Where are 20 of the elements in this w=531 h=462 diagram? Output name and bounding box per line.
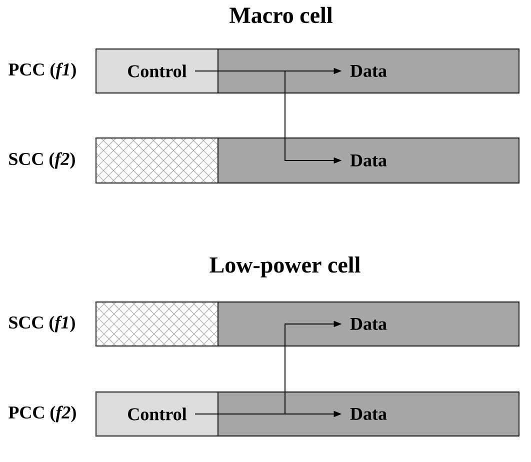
- node-text: Data: [350, 318, 387, 330]
- node-text: Data: [350, 65, 387, 77]
- row-label: PCC (f1): [8, 62, 76, 80]
- heading: Low-power cell: [210, 256, 360, 278]
- row-label: SCC (f2): [9, 152, 75, 169]
- node-text: Data: [350, 408, 387, 420]
- data-segment: Data: [218, 302, 520, 346]
- hatched-segment: [96, 302, 218, 346]
- data-segment: Data: [218, 48, 520, 94]
- node-text: Control: [128, 408, 187, 420]
- row-label: SCC (f1): [9, 316, 75, 332]
- data-segment: Data: [218, 392, 520, 436]
- control-segment: Control: [96, 392, 218, 436]
- control-segment: Control: [96, 48, 218, 94]
- node-text: Control: [128, 64, 187, 78]
- heading: Macro cell: [230, 6, 332, 24]
- hatched-segment: [96, 138, 218, 184]
- data-segment: Data: [218, 138, 520, 184]
- node-text: Data: [350, 154, 387, 166]
- row-label: PCC (f2): [8, 406, 76, 422]
